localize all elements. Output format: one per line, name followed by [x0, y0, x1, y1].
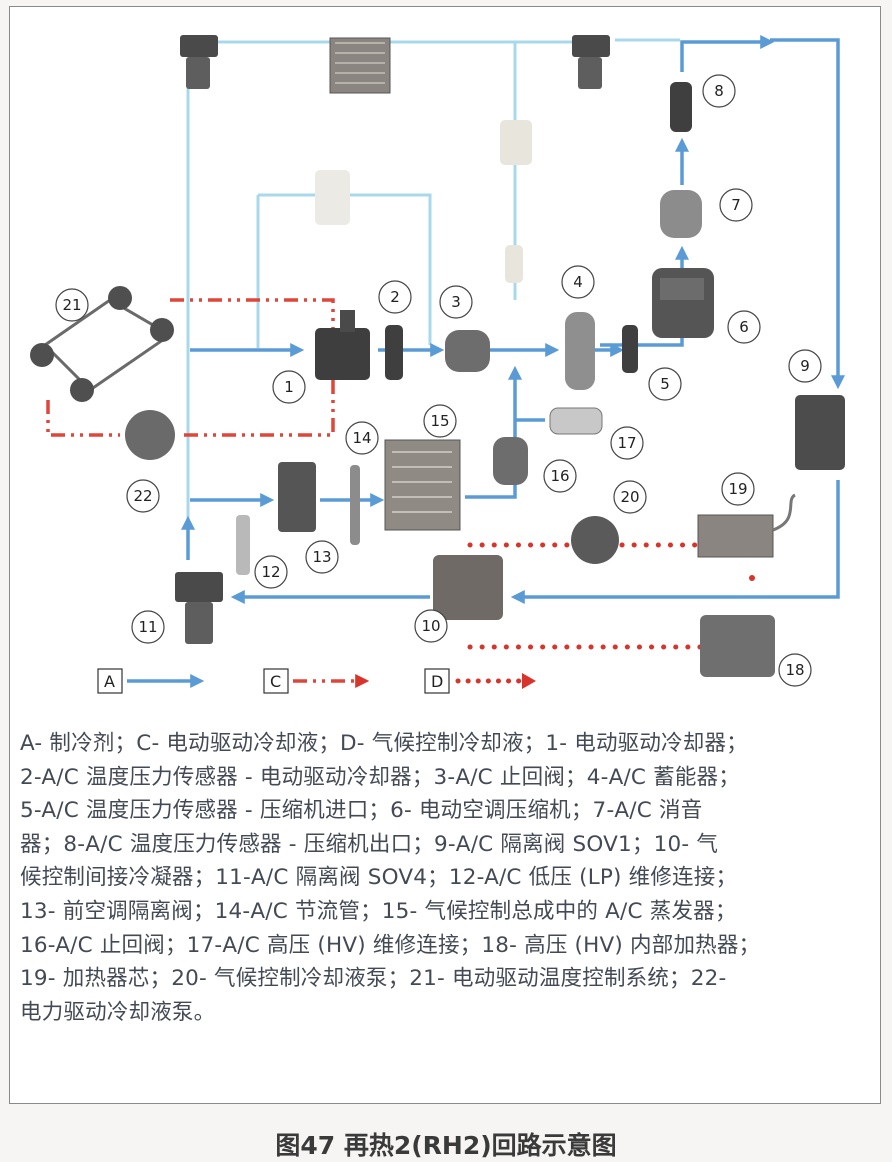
service-12	[236, 515, 250, 575]
component-number: 12	[261, 563, 280, 581]
faded-sensor-top	[505, 245, 523, 283]
component-number: 11	[138, 618, 157, 636]
component-number: 10	[421, 617, 440, 635]
ed-coolant-lines	[46, 298, 335, 437]
component-number: 5	[660, 375, 670, 393]
compressor-6	[652, 268, 714, 338]
component-number: 19	[728, 480, 747, 498]
check-valve-3	[445, 330, 490, 372]
component-number: 15	[430, 412, 449, 430]
component-number: 2	[390, 288, 400, 306]
valve-11	[175, 572, 223, 644]
label-circle	[648, 367, 682, 401]
label-circle	[423, 404, 457, 438]
label-circle	[305, 540, 339, 574]
pump-22	[125, 410, 175, 460]
accumulator-4	[565, 312, 595, 390]
caption-line: 5-A/C 温度压力传感器 - 压缩机进口；6- 电动空调压缩机；7-A/C 消…	[20, 798, 703, 824]
component-number: 17	[617, 434, 636, 452]
legend-d-label: D	[431, 672, 443, 691]
component-number: 13	[312, 548, 331, 566]
caption: A- 制冷剂；C- 电动驱动冷却液；D- 气候控制冷却液；1- 电动驱动冷却器；…	[20, 727, 868, 1029]
climate-coolant-lines	[467, 542, 703, 650]
caption-line: A- 制冷剂；C- 电动驱动冷却液；D- 气候控制冷却液；1- 电动驱动冷却器；	[20, 731, 748, 756]
condenser-top	[329, 37, 391, 94]
caption-line: 19- 加热器芯；20- 气候控制冷却液泵；21- 电动驱动温度控制系统；22-	[20, 966, 727, 992]
label-circle	[778, 653, 812, 687]
orifice-tube-14	[350, 465, 360, 545]
valve-top-left	[180, 35, 218, 89]
component-number: 21	[62, 296, 81, 314]
condenser-10	[433, 555, 503, 620]
label-circle	[702, 74, 736, 108]
chiller-1	[315, 310, 370, 380]
faded-cooler-top	[315, 170, 350, 225]
label-circle	[345, 421, 379, 455]
coolant-dot	[749, 575, 755, 581]
component-number: 6	[739, 318, 749, 336]
label-circle	[788, 349, 822, 383]
label-circle	[719, 188, 753, 222]
label-circle	[378, 280, 412, 314]
inactive-refrigerant-lines	[186, 38, 680, 530]
figure-title: 图47 再热2(RH2)回路示意图	[275, 1131, 617, 1160]
caption-line: 器；8-A/C 温度压力传感器 - 压缩机出口；9-A/C 隔离阀 SOV1；1…	[20, 831, 719, 857]
legend-c-label: C	[270, 672, 281, 691]
heater-core-19	[697, 493, 796, 558]
component-number: 20	[620, 488, 639, 506]
service-port-17	[549, 407, 603, 435]
valve-13	[278, 462, 316, 532]
label-circle	[610, 426, 644, 460]
label-circle	[439, 285, 473, 319]
component-number: 3	[451, 293, 461, 311]
chassis-21	[30, 286, 174, 402]
caption-line: 13- 前空调隔离阀；14-A/C 节流管；15- 气候控制总成中的 A/C 蒸…	[20, 898, 737, 924]
sensor-2	[385, 325, 403, 380]
check-valve-16	[493, 437, 528, 485]
valve-9	[795, 395, 845, 470]
sensor-5	[622, 325, 638, 373]
component-number: 1	[284, 378, 294, 396]
caption-line: 候控制间接冷凝器；11-A/C 隔离阀 SOV4；12-A/C 低压 (LP) …	[20, 865, 738, 891]
label-circle	[55, 288, 89, 322]
valve-top-right	[572, 35, 610, 89]
legend-a-label: A	[104, 672, 115, 691]
label-circle	[727, 310, 761, 344]
label-circle	[272, 370, 306, 404]
component-number: 22	[133, 487, 152, 505]
label-circle	[414, 609, 448, 643]
heater-18	[700, 615, 775, 677]
caption-line: 2-A/C 温度压力传感器 - 电动驱动冷却器；3-A/C 止回阀；4-A/C …	[20, 764, 740, 790]
component-number: 4	[573, 273, 583, 291]
component-number: 18	[785, 661, 804, 679]
label-circle	[543, 459, 577, 493]
muffler-7	[660, 190, 702, 238]
faded-valve-top	[500, 120, 532, 165]
caption-line: 16-A/C 止回阀；17-A/C 高压 (HV) 维修连接；18- 高压 (H…	[20, 932, 761, 958]
caption-line: 电力驱动冷却液泵。	[20, 999, 216, 1025]
label-circle	[126, 479, 160, 513]
component-number: 14	[352, 429, 371, 447]
component-number: 8	[714, 82, 724, 100]
component-number: 9	[800, 357, 810, 375]
label-circle	[721, 472, 755, 506]
components	[30, 35, 845, 677]
label-circle	[254, 555, 288, 589]
legend: A C D	[97, 668, 536, 694]
evaporator-15	[384, 439, 461, 531]
label-circle	[131, 610, 165, 644]
component-number: 7	[731, 196, 741, 214]
pump-20	[571, 516, 619, 564]
label-circle	[561, 265, 595, 299]
sensor-8	[670, 82, 692, 132]
label-circle	[613, 480, 647, 514]
component-number: 16	[550, 467, 569, 485]
